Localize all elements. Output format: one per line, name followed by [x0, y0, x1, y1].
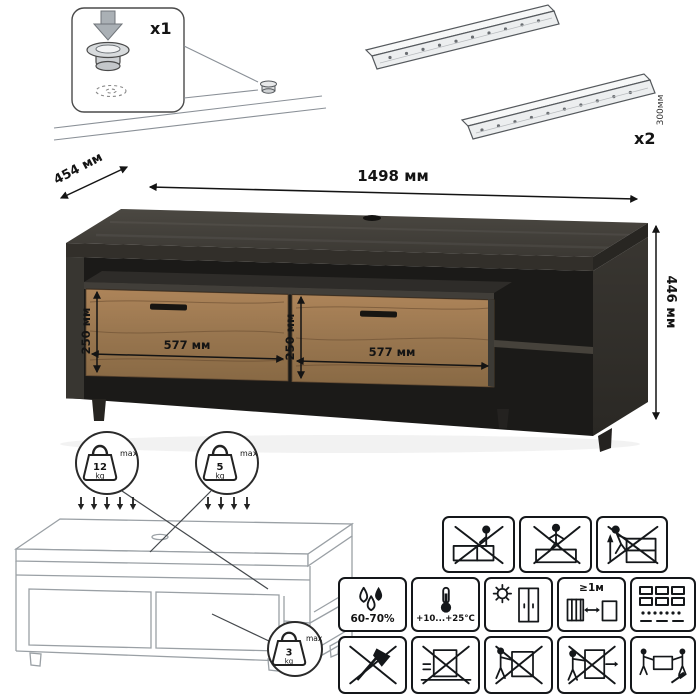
- load-shelf-max: max: [240, 449, 258, 458]
- icon-cell-no-solo-carry: [484, 636, 553, 694]
- rail-length-label: 300мм: [656, 95, 666, 126]
- cable-hole: [363, 215, 381, 221]
- humidity-label: 60-70%: [350, 612, 395, 625]
- foot-front-left: [92, 399, 106, 421]
- dim-drawer2-width-label: 577 мм: [369, 345, 416, 359]
- dim-drawer1-height-label: 250 мм: [79, 308, 93, 355]
- icon-cell-no-sunlight: [484, 577, 553, 632]
- load-limit-drawer: 3 kg max: [267, 621, 323, 677]
- load-shelf-unit: kg: [215, 472, 224, 481]
- dim-drawer1-width-label: 577 мм: [164, 338, 211, 352]
- no-axe-icon: [348, 645, 397, 685]
- icon-cell-heater-distance: ≥1м: [557, 577, 626, 632]
- load-leader-lines: [121, 490, 272, 643]
- humidity-icon: [358, 586, 382, 611]
- top-panel-front-edge: [66, 243, 593, 271]
- icon-cell-no-pushing: [557, 636, 626, 694]
- compartment-divider: [488, 299, 494, 387]
- no-climbing-icon: [607, 525, 659, 564]
- drawer-rail-2: [460, 73, 656, 140]
- icon-cell-humidity: 60-70%: [338, 577, 407, 632]
- foot-front-middle: [497, 409, 509, 428]
- no-sitting-icon: [452, 525, 504, 564]
- floor-shadow: [60, 435, 640, 453]
- press-arrow-icon: [92, 10, 124, 41]
- load-shelf-value: 5: [217, 462, 224, 473]
- side-panel-left: [66, 257, 84, 399]
- icon-cell-no-climbing: [596, 516, 668, 573]
- open-shelf-floor-edge: [84, 282, 494, 300]
- callout-leader-lines: [53, 45, 327, 141]
- temperature-label: +10...+25°С: [416, 613, 475, 624]
- load-top-max: max: [120, 449, 138, 458]
- icon-cell-hardware-kit: [630, 577, 696, 632]
- no-solo-carry-icon: [494, 645, 543, 685]
- load-drawer-value: 3: [286, 648, 293, 659]
- compartment-shelf: [494, 340, 593, 354]
- mini-foot-icon: [260, 80, 277, 94]
- load-top-value: 12: [93, 462, 107, 473]
- open-shelf-floor-top: [84, 271, 512, 293]
- no-sunlight-icon: [492, 583, 539, 622]
- dim-height-label: 446 мм: [663, 276, 678, 329]
- load-limit-top: 12 kg max: [75, 431, 139, 510]
- icon-cell-no-dragging: [411, 636, 480, 694]
- top-panel-surface: [66, 209, 648, 257]
- load-drawer-max: max: [306, 634, 323, 643]
- side-panel-right: [593, 237, 648, 436]
- dim-width-label: 1498 мм: [357, 167, 429, 185]
- rail-count-label: x2: [634, 129, 655, 148]
- foot-right: [598, 428, 612, 452]
- dim-drawer2-height-label: 250 мм: [283, 314, 297, 361]
- furniture-foot-icon: [86, 41, 130, 72]
- foot-count-label: x1: [150, 19, 171, 38]
- load-top-unit: kg: [95, 472, 104, 481]
- icon-cell-no-sitting: [442, 516, 515, 573]
- temperature-icon: [440, 586, 451, 613]
- drawer-handle-1: [149, 303, 188, 311]
- icon-cell-no-standing: [519, 516, 592, 573]
- no-dragging-icon: [420, 645, 471, 685]
- hardware-kit-icon: [639, 585, 685, 622]
- mount-hole-dashed-icon: [95, 84, 127, 98]
- load-limit-shelf: 5 kg max: [195, 431, 259, 510]
- drawer-handle-2: [359, 310, 398, 318]
- top-panel-right-edge: [593, 223, 648, 271]
- tv-stand-render: [60, 209, 648, 453]
- drawer-front-2: [291, 293, 495, 388]
- dim-depth-label: 454 мм: [51, 150, 105, 188]
- load-shelf-arrows: [204, 497, 251, 510]
- foot-detail-callout: x1: [53, 7, 327, 141]
- heater-distance-icon: [566, 598, 617, 622]
- drawer-rail-1: [364, 4, 560, 70]
- distance-label: ≥1м: [579, 581, 604, 594]
- drawer-rails-callout: 300мм x2: [364, 4, 666, 148]
- icon-cell-no-axe: [338, 636, 407, 694]
- no-pushing-icon: [567, 645, 618, 685]
- drawer-front-1: [85, 288, 289, 382]
- no-standing-icon: [532, 523, 581, 564]
- load-top-arrows: [77, 497, 137, 510]
- load-drawer-unit: kg: [285, 658, 294, 666]
- icon-cell-temperature: +10...+25°С: [411, 577, 480, 632]
- two-person-carry-icon: [639, 648, 687, 684]
- dimension-annotations: [59, 166, 660, 421]
- icon-cell-two-person-carry: [630, 636, 696, 694]
